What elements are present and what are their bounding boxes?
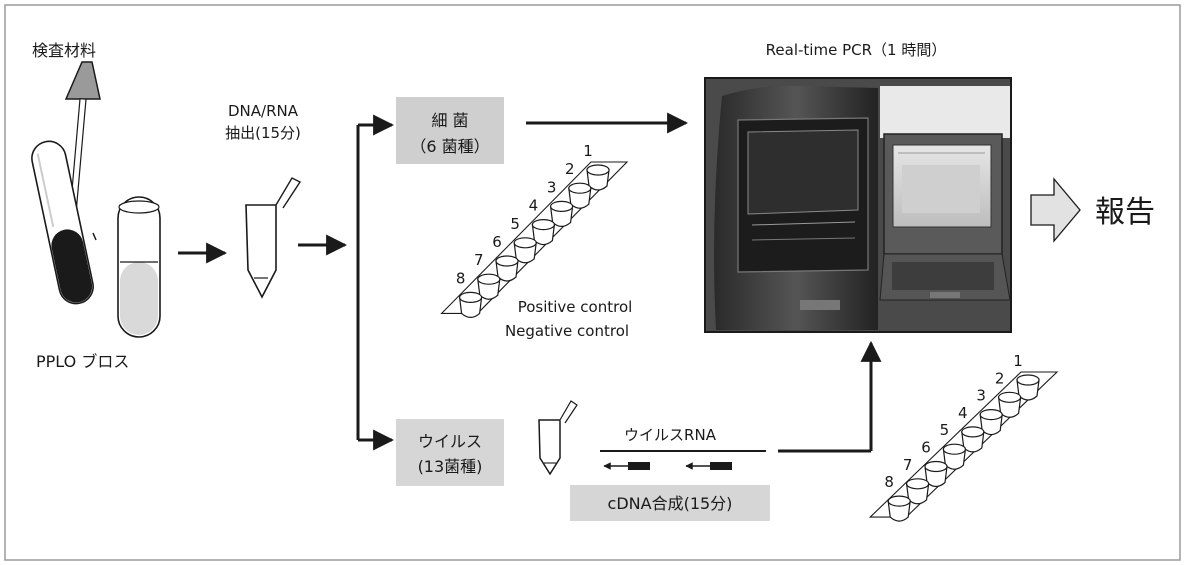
report-arrow [1031,179,1080,241]
pplo-tube-illustration [118,197,160,337]
bacteria-strip-well-number: 5 [510,215,520,233]
virus-strip-well-number: 7 [903,456,913,474]
bacteria-strip-well-number: 7 [474,251,484,269]
culture-tube-illustration [29,138,97,306]
viral-rna-label: ウイルスRNA [624,426,717,444]
virus-strip-well-number: 8 [884,473,894,491]
extraction-label-line2: 抽出(15分) [225,124,301,142]
microtube-icon [246,178,300,297]
bacteria-strip-well-number: 2 [565,160,575,178]
cdna-primers [604,462,732,470]
extraction-label-line1: DNA/RNA [228,102,299,120]
bacteria-label-line1: 細 菌 [431,111,468,130]
bacteria-strip-well [460,292,482,317]
virus-label-line2: (13菌種) [418,457,483,476]
pcr-instrument-photo [705,78,1011,332]
bacteria-strip-well-number: 8 [456,269,466,287]
arrow-virus-to-pcr [778,343,871,451]
virus-strip-well-number: 5 [940,421,950,439]
bacteria-strip-well-number: 4 [529,197,539,215]
bacteria-strip-well-number: 3 [547,178,557,196]
virus-strip-well-number: 6 [921,439,931,457]
virus-strip-well-number: 2 [995,369,1005,387]
bacteria-strip-well-number: 1 [583,142,593,160]
branch-connector [358,125,392,440]
virus-strip-well-number: 4 [958,404,968,422]
virus-strip-well-number: 1 [1013,352,1023,370]
virus-label-line1: ウイルス [418,432,482,451]
pcr-title: Real-time PCR（1 時間） [766,41,947,59]
cdna-label: cDNA合成(15分) [608,494,733,513]
report-label: 報告 [1095,195,1155,230]
virus-strip-well [888,496,910,521]
pplo-label: PPLO ブロス [36,352,129,371]
negative-control-label: Negative control [505,322,629,340]
virus-strip-well-number: 3 [976,387,986,405]
bacteria-label-line2: （6 菌種） [410,137,489,156]
specimen-label: 検査材料 [32,41,96,60]
virus-microtube-icon [539,401,577,474]
bacteria-strip-well-number: 6 [492,233,502,251]
positive-control-label: Positive control [518,298,633,316]
